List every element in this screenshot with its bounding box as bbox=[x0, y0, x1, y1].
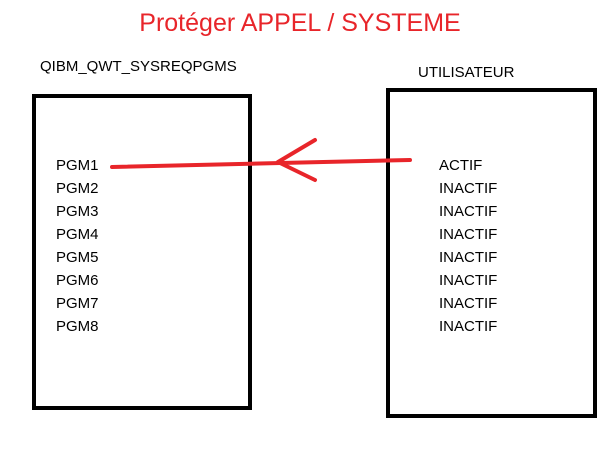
status-item: INACTIF bbox=[439, 180, 498, 197]
program-item: PGM2 bbox=[56, 180, 99, 197]
program-item: PGM5 bbox=[56, 249, 99, 266]
right-box bbox=[386, 88, 597, 418]
status-item: ACTIF bbox=[439, 157, 483, 174]
status-list: ACTIF INACTIF INACTIF INACTIF INACTIF IN… bbox=[439, 154, 497, 338]
right-box-label: UTILISATEUR bbox=[418, 64, 515, 81]
program-item: PGM8 bbox=[56, 318, 99, 335]
status-item: INACTIF bbox=[439, 272, 498, 289]
program-item: PGM7 bbox=[56, 295, 99, 312]
diagram-title: Protéger APPEL / SYSTEME bbox=[139, 9, 461, 37]
arrow-head bbox=[276, 138, 317, 182]
left-box bbox=[32, 94, 252, 410]
program-item: PGM6 bbox=[56, 272, 99, 289]
status-item: INACTIF bbox=[439, 203, 498, 220]
program-item: PGM3 bbox=[56, 203, 99, 220]
program-item: PGM1 bbox=[56, 157, 99, 174]
program-item: PGM4 bbox=[56, 226, 99, 243]
status-item: INACTIF bbox=[439, 249, 498, 266]
program-list: PGM1 PGM2 PGM3 PGM4 PGM5 PGM6 PGM7 PGM8 bbox=[56, 154, 99, 338]
status-item: INACTIF bbox=[439, 318, 498, 335]
status-item: INACTIF bbox=[439, 226, 498, 243]
status-item: INACTIF bbox=[439, 295, 498, 312]
left-box-label: QIBM_QWT_SYSREQPGMS bbox=[40, 58, 237, 75]
